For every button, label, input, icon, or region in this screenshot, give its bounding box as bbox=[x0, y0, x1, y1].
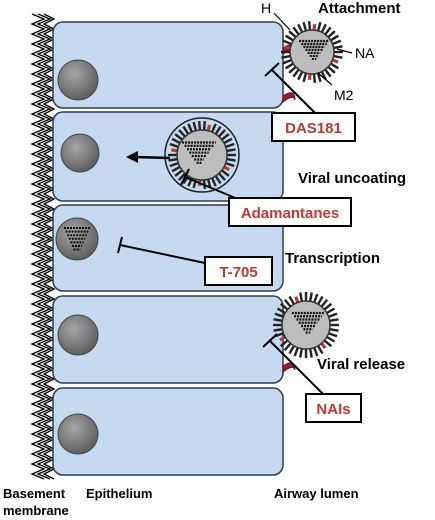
das181-inhibitor-line bbox=[271, 69, 316, 114]
basement-membrane bbox=[30, 13, 56, 480]
uncoating-arrow bbox=[126, 151, 171, 163]
viral-rna-in-nucleus bbox=[64, 227, 90, 251]
nucleus-1 bbox=[57, 59, 99, 101]
drug-box-t705: T-705 bbox=[204, 256, 273, 286]
drug-nais-label: NAIs bbox=[316, 401, 350, 418]
label-h: H bbox=[261, 0, 271, 16]
nucleus-4 bbox=[57, 314, 99, 356]
virion-component-pointers bbox=[273, 12, 353, 86]
drug-box-nais: NAIs bbox=[305, 393, 362, 423]
nais-inhibitor-line bbox=[269, 340, 328, 399]
virion-endosome bbox=[164, 117, 240, 193]
nucleus-2 bbox=[60, 133, 100, 173]
label-na: NA bbox=[355, 45, 375, 61]
t705-inhibitor-line bbox=[119, 244, 206, 264]
receptor-2 bbox=[282, 92, 296, 104]
virion-release bbox=[273, 292, 339, 358]
epithelial-cells bbox=[52, 21, 284, 476]
label-attachment: Attachment bbox=[318, 0, 401, 17]
drug-adamantanes-label: Adamantanes bbox=[241, 205, 339, 222]
epithelial-cell-1 bbox=[52, 21, 284, 109]
drug-das181-label: DAS181 bbox=[285, 120, 342, 137]
label-viral-release: Viral release bbox=[317, 356, 405, 373]
virion-attachment bbox=[281, 21, 343, 83]
drug-box-das181: DAS181 bbox=[271, 112, 356, 142]
label-m2: M2 bbox=[334, 87, 354, 103]
drug-box-adamantanes: Adamantanes bbox=[228, 197, 352, 227]
label-epithelium: Epithelium bbox=[86, 486, 152, 501]
label-basement-line2: membrane bbox=[3, 503, 69, 518]
drug-t705-label: T-705 bbox=[219, 264, 257, 281]
epithelial-cell-2 bbox=[52, 111, 284, 202]
epithelial-cell-5 bbox=[52, 387, 284, 476]
label-transcription: Transcription bbox=[285, 250, 380, 267]
label-airway-lumen: Airway lumen bbox=[274, 486, 359, 501]
label-viral-uncoating: Viral uncoating bbox=[298, 170, 406, 187]
receptor-4 bbox=[282, 362, 296, 374]
label-basement-line1: Basement bbox=[3, 486, 66, 501]
nucleus-5 bbox=[57, 413, 99, 455]
nucleus-3 bbox=[55, 217, 99, 261]
nuclei bbox=[55, 59, 100, 455]
